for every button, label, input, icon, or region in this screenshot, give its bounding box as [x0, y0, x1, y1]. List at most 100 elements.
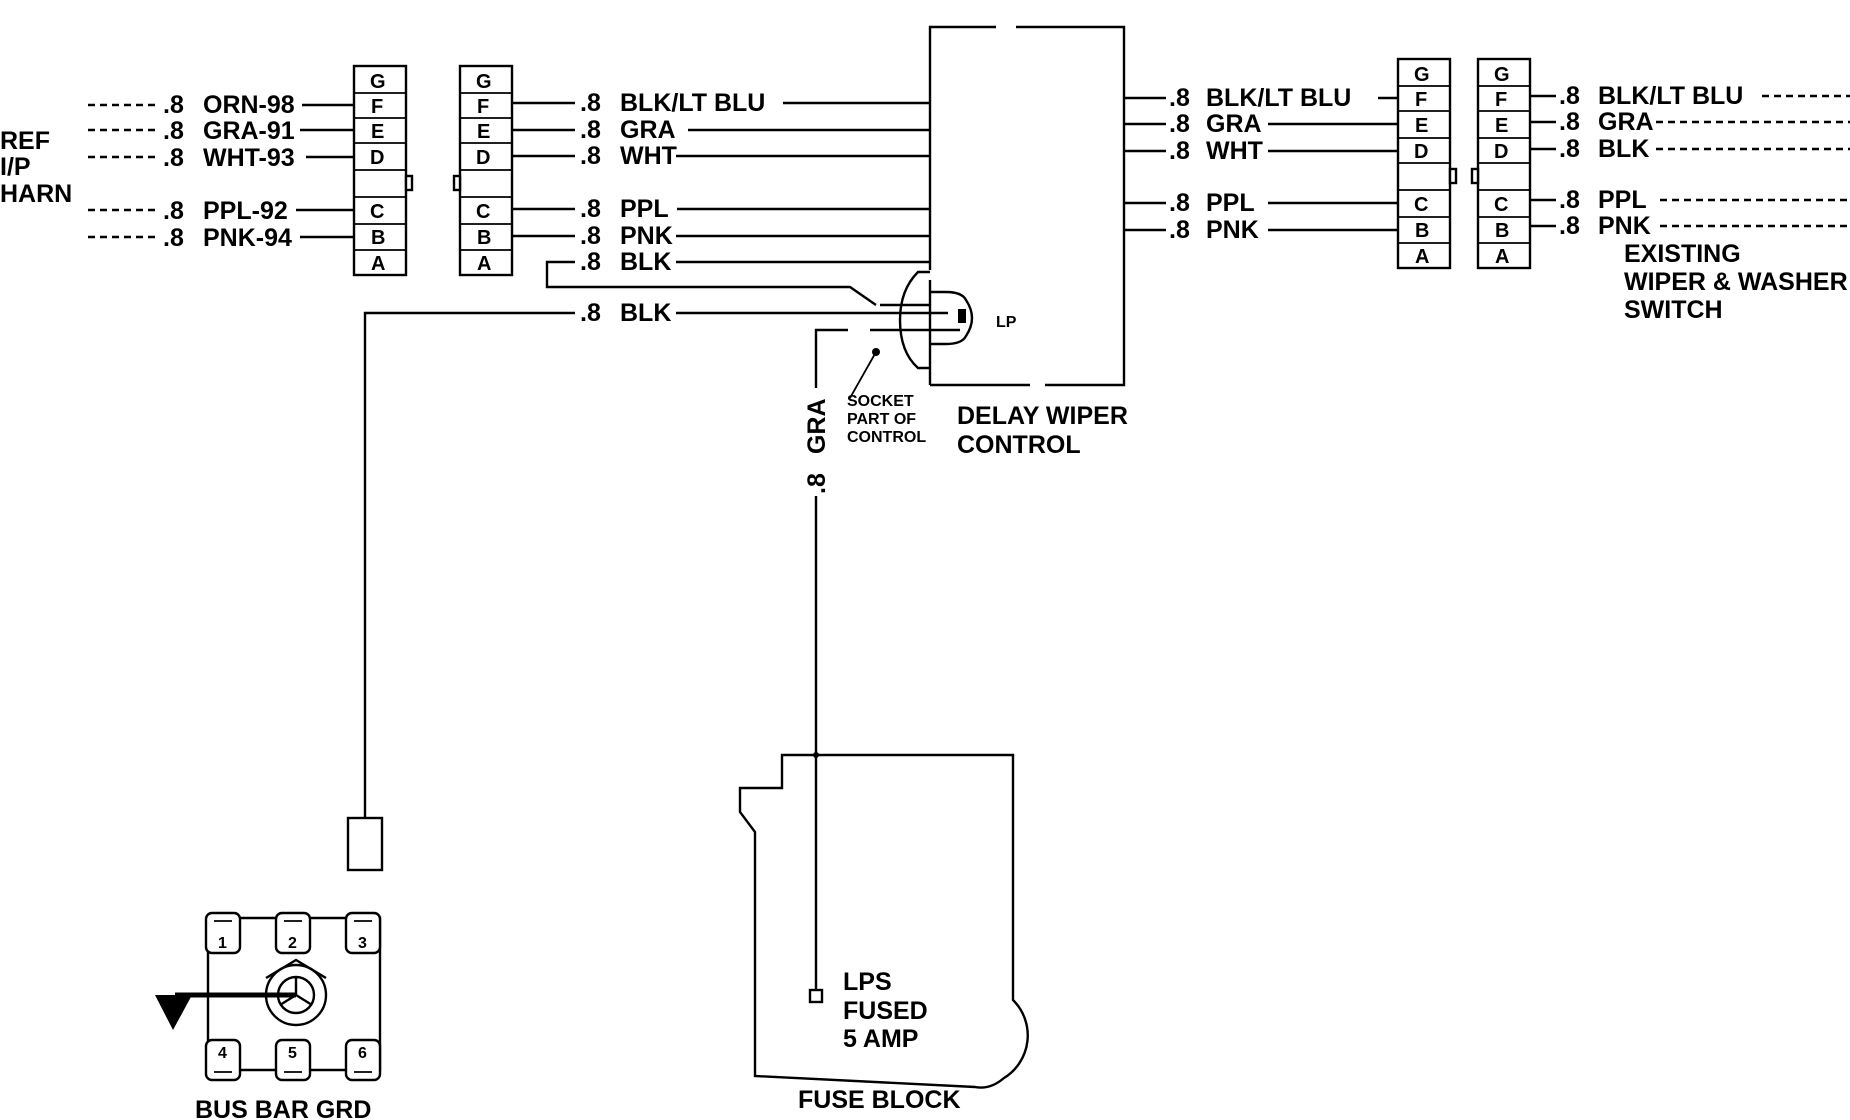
lamp-bulb [930, 290, 974, 346]
switch-connector-male: G F E D C B A [1470, 57, 1532, 270]
sw-wire-5-gauge: .8 [1559, 212, 1580, 240]
out-wire-2-gauge: .8 [1169, 110, 1190, 138]
mid-wire-3-color: WHT [620, 142, 677, 170]
mid-wire-3-gauge: .8 [580, 142, 601, 170]
bus-terminal-5-label: 5 [288, 1045, 297, 1062]
ground-symbol-icon [155, 995, 192, 1030]
fuse-block-label: FUSE BLOCK [798, 1086, 961, 1114]
mid-wire-7-color: BLK [620, 299, 671, 327]
bus-terminal-3 [344, 911, 382, 955]
c2-pin-e: E [477, 121, 490, 143]
c1-pin-c: C [370, 201, 384, 223]
sw-wire-1-color: BLK/LT BLU [1598, 82, 1743, 110]
c2-pin-c: C [476, 201, 490, 223]
mid-wire-5-color: PNK [620, 222, 673, 250]
harness-connector-male: G F E D C B A [352, 64, 414, 277]
vertical-wire-gauge: .8 [803, 473, 831, 494]
c2-pin-g: G [476, 71, 492, 93]
fuse-line1: LPS [843, 968, 892, 996]
mid-wire-6-gauge: .8 [580, 248, 601, 276]
bus-bar-label: BUS BAR GRD [195, 1096, 371, 1120]
bus-terminal-5 [274, 1038, 312, 1082]
existing-switch-line1: EXISTING [1624, 240, 1741, 268]
fuse-line3: 5 AMP [843, 1025, 918, 1053]
c1-pin-f: F [371, 96, 383, 118]
sw-wire-3-gauge: .8 [1559, 135, 1580, 163]
mid-wire-5-gauge: .8 [580, 222, 601, 250]
lamp-socket [898, 270, 930, 370]
c4-pin-g: G [1494, 64, 1510, 86]
left-wire-4-gauge: .8 [163, 197, 184, 225]
left-wire-5-gauge: .8 [163, 224, 184, 252]
mid-wire-2-gauge: .8 [580, 116, 601, 144]
mid-wire-1-color: BLK/LT BLU [620, 89, 765, 117]
sw-wire-1-gauge: .8 [1559, 82, 1580, 110]
switch-wires: .8 BLK/LT BLU .8 GRA .8 BLK .8 PPL .8 PN… [1530, 82, 1850, 324]
socket-note-line3: CONTROL [847, 429, 926, 446]
left-wire-1-gauge: .8 [163, 91, 184, 119]
sw-wire-3-color: BLK [1598, 135, 1649, 163]
left-wire-3-gauge: .8 [163, 144, 184, 172]
bus-terminal-6 [344, 1038, 382, 1082]
c3-pin-d: D [1414, 141, 1428, 163]
delay-control-line1: DELAY WIPER [957, 402, 1128, 430]
sw-wire-4-color: PPL [1598, 186, 1647, 214]
out-wire-5-gauge: .8 [1169, 216, 1190, 244]
mid-wire-2-color: GRA [620, 116, 676, 144]
ref-harness-line2: I/P [0, 153, 31, 181]
c1-pin-d: D [370, 147, 384, 169]
ref-harness-label: REF I/P HARN [0, 127, 72, 208]
mid-wire-4-color: PPL [620, 195, 669, 223]
c4-pin-e: E [1495, 115, 1508, 137]
existing-switch-line3: SWITCH [1624, 296, 1723, 324]
bus-terminal-2 [274, 911, 312, 955]
gra-fuse-wire: .8 GRA [803, 328, 848, 990]
ref-harness-line1: REF [0, 127, 50, 155]
lamp-label: LP [996, 314, 1017, 331]
bus-terminal-4 [204, 1038, 242, 1082]
sw-wire-2-color: GRA [1598, 108, 1654, 136]
c1-pin-e: E [371, 121, 384, 143]
existing-switch-line2: WIPER & WASHER [1624, 268, 1848, 296]
out-wire-4-gauge: .8 [1169, 189, 1190, 217]
c1-pin-b: B [371, 227, 385, 249]
out-wire-2-color: GRA [1206, 110, 1262, 138]
output-wires: .8 BLK/LT BLU .8 GRA .8 WHT .8 PPL .8 PN… [1124, 84, 1398, 244]
mid-wire-1-gauge: .8 [580, 89, 601, 117]
delay-control-line2: CONTROL [957, 431, 1081, 459]
out-wire-3-color: WHT [1206, 137, 1263, 165]
c3-pin-c: C [1414, 194, 1428, 216]
left-harness-wires: .8 ORN-98 .8 GRA-91 .8 WHT-93 .8 PPL-92 … [88, 91, 354, 252]
sw-wire-5-color: PNK [1598, 212, 1651, 240]
bus-terminal-2-label: 2 [288, 935, 297, 952]
c4-pin-c: C [1494, 194, 1508, 216]
c3-pin-e: E [1415, 115, 1428, 137]
lamp-filament [958, 309, 966, 323]
socket-note-line1: SOCKET [847, 393, 914, 410]
c3-pin-a: A [1415, 246, 1429, 268]
out-wire-4-color: PPL [1206, 189, 1255, 217]
left-wire-5-color: PNK-94 [203, 224, 292, 252]
left-wire-2-gauge: .8 [163, 117, 184, 145]
c1-pin-g: G [370, 71, 386, 93]
bus-bar-ground: 1 2 3 4 5 6 BUS BAR GRD [155, 911, 382, 1120]
switch-connector-female: G F E D C B A [1396, 57, 1458, 270]
c2-pin-b: B [477, 227, 491, 249]
left-wire-4-color: PPL-92 [203, 197, 288, 225]
c3-pin-g: G [1414, 64, 1430, 86]
c3-pin-f: F [1415, 89, 1427, 111]
left-wire-3-color: WHT-93 [203, 144, 295, 172]
fuse-line2: FUSED [843, 997, 928, 1025]
sw-wire-4-gauge: .8 [1559, 186, 1580, 214]
c4-pin-b: B [1495, 220, 1509, 242]
vertical-wire-color: GRA [803, 398, 831, 454]
c3-pin-b: B [1415, 220, 1429, 242]
mid-wire-7-gauge: .8 [580, 299, 601, 327]
harness-connector-female: G F E D C B A [452, 64, 514, 277]
sw-wire-2-gauge: .8 [1559, 108, 1580, 136]
bus-terminal-3-label: 3 [358, 935, 367, 952]
fuse-block: LPS FUSED 5 AMP FUSE BLOCK [738, 752, 1029, 1114]
bus-terminal-6-label: 6 [358, 1045, 367, 1062]
mid-wire-6-color: BLK [620, 248, 671, 276]
